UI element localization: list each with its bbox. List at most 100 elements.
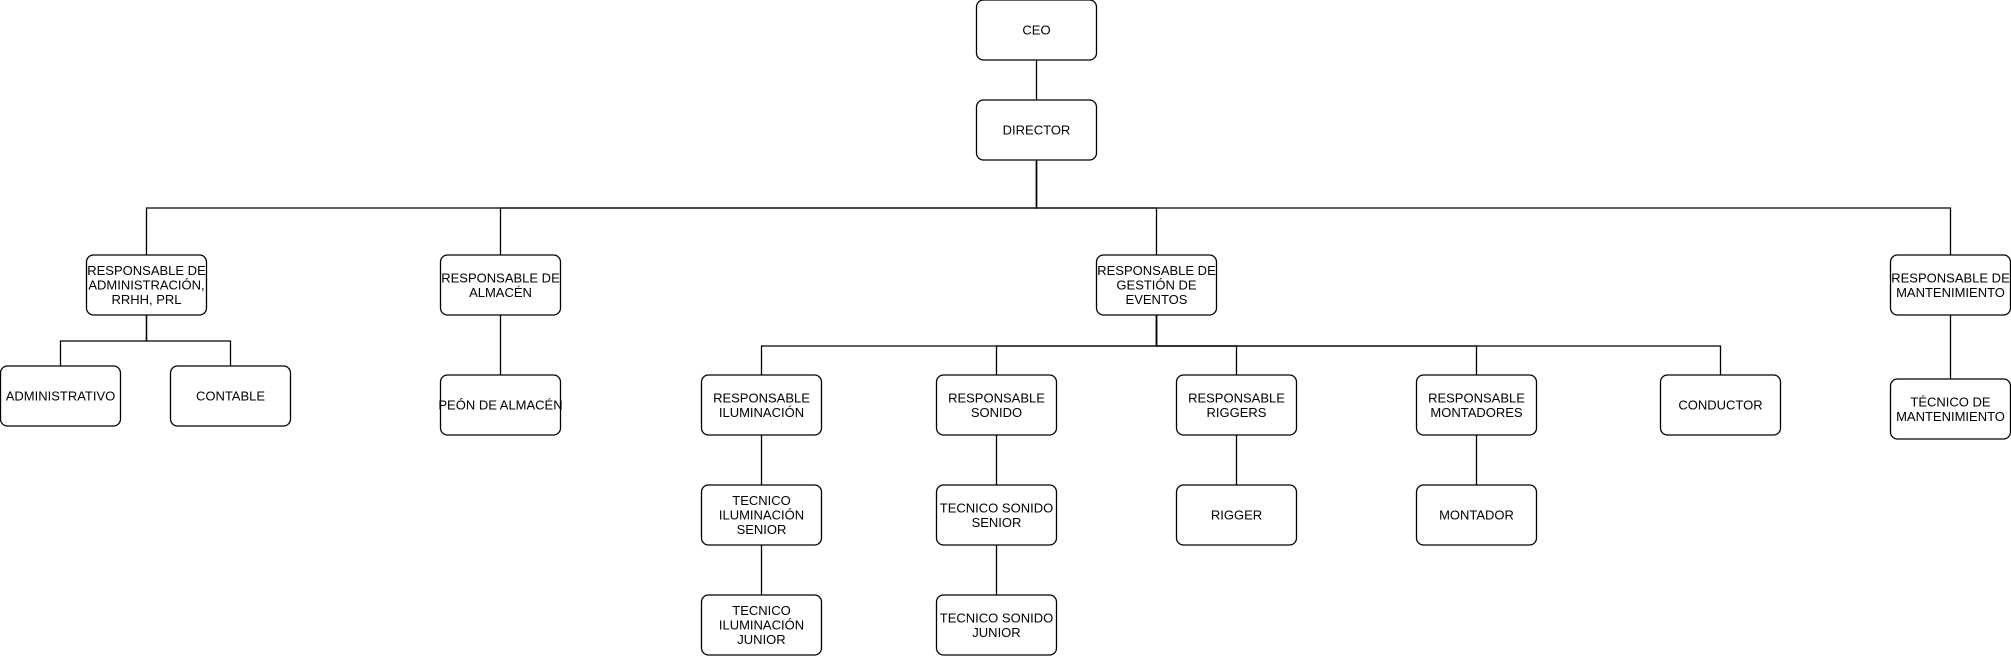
tecnico-sonido-senior-box-label-line: SENIOR	[972, 515, 1022, 530]
responsable-almacen-box-label-line: RESPONSABLE DE	[441, 270, 560, 285]
administrativo-box-label: ADMINISTRATIVO	[6, 389, 116, 404]
director-box-frame	[975, 99, 1098, 161]
responsable-iluminacion-box-label-line: ILUMINACIÓN	[719, 405, 804, 420]
ceo-box-frame	[975, 0, 1098, 61]
connector-director-box-to-responsable-mantenimiento-box	[1035, 160, 1952, 255]
responsable-montadores-box-label-line: RESPONSABLE	[1428, 390, 1525, 405]
responsable-riggers-box-label-line: RESPONSABLE	[1188, 390, 1285, 405]
responsable-sonido-box-frame	[935, 374, 1058, 436]
director-box-label: DIRECTOR	[1003, 123, 1071, 138]
tecnico-mantenimiento-box-label-line: TÉCNICO DE	[1910, 394, 1991, 409]
conductor-box: CONDUCTOR	[1659, 374, 1782, 436]
peon-almacen-box: PEÓN DE ALMACÉN	[438, 374, 563, 436]
ceo-box: CEO	[975, 0, 1098, 61]
responsable-iluminacion-box-label-line: RESPONSABLE	[713, 390, 810, 405]
montador-box-label-line: MONTADOR	[1439, 508, 1514, 523]
ceo-box-label-line: CEO	[1022, 23, 1050, 38]
tecnico-sonido-senior-box-label-line: TECNICO SONIDO	[940, 500, 1053, 515]
responsable-gestion-eventos-box-frame	[1095, 254, 1218, 316]
peon-almacen-box-frame	[439, 374, 562, 436]
administrativo-box-frame	[0, 365, 122, 427]
tecnico-iluminacion-senior-box-label-line: SENIOR	[737, 522, 787, 537]
tecnico-sonido-junior-box-frame	[935, 594, 1058, 656]
tecnico-sonido-junior-box-label-line: TECNICO SONIDO	[940, 610, 1053, 625]
responsable-gestion-eventos-box-label-line: RESPONSABLE DE	[1097, 263, 1216, 278]
peon-almacen-box-label-line: PEÓN DE ALMACÉN	[438, 398, 562, 413]
responsable-riggers-box-label-line: RIGGERS	[1207, 405, 1267, 420]
conductor-box-frame	[1659, 374, 1782, 436]
responsable-montadores-box-frame	[1415, 374, 1538, 436]
director-box: DIRECTOR	[975, 99, 1098, 161]
contable-box: CONTABLE	[169, 365, 292, 427]
tecnico-iluminacion-junior-box-label-line: ILUMINACIÓN	[719, 618, 804, 633]
responsable-gestion-eventos-box-label-line: EVENTOS	[1126, 292, 1188, 307]
responsable-almacen-box-frame	[439, 254, 562, 316]
connector-lines	[59, 60, 1952, 595]
tecnico-iluminacion-senior-box-label-line: TECNICO	[732, 493, 791, 508]
director-box-label-line: DIRECTOR	[1003, 123, 1071, 138]
rigger-box-frame	[1175, 484, 1298, 546]
responsable-gestion-eventos-box-label-line: GESTIÓN DE	[1116, 278, 1197, 293]
peon-almacen-box-label: PEÓN DE ALMACÉN	[438, 398, 562, 413]
responsable-almacen-box-label-line: ALMACÉN	[469, 285, 532, 300]
responsable-administracion-box-label-line: ADMINISTRACIÓN,	[88, 278, 204, 293]
administrativo-box: ADMINISTRATIVO	[0, 365, 122, 427]
ceo-box-label: CEO	[1022, 23, 1050, 38]
tecnico-sonido-senior-box-frame	[935, 484, 1058, 546]
responsable-administracion-box-frame	[85, 254, 208, 316]
responsable-riggers-box-frame	[1175, 374, 1298, 436]
connector-responsable-gestion-eventos-box-to-responsable-montadores-box	[1155, 315, 1478, 375]
tecnico-mantenimiento-box-label-line: MANTENIMIENTO	[1896, 409, 2005, 424]
rigger-box-label: RIGGER	[1211, 508, 1262, 523]
connector-responsable-gestion-eventos-box-to-responsable-sonido-box	[995, 315, 1158, 375]
montador-box-frame	[1415, 484, 1538, 546]
connector-responsable-administracion-box-to-contable-box	[145, 315, 232, 366]
responsable-mantenimiento-box-label-line: RESPONSABLE DE	[1891, 270, 2010, 285]
conductor-box-label: CONDUCTOR	[1678, 398, 1762, 413]
rigger-box-label-line: RIGGER	[1211, 508, 1262, 523]
responsable-sonido-box-label-line: RESPONSABLE	[948, 390, 1045, 405]
connector-responsable-gestion-eventos-box-to-responsable-riggers-box	[1155, 315, 1238, 375]
responsable-iluminacion-box-frame	[700, 374, 823, 436]
contable-box-label-line: CONTABLE	[196, 389, 265, 404]
responsable-montadores-box-label-line: MONTADORES	[1430, 405, 1523, 420]
montador-box: MONTADOR	[1415, 484, 1538, 546]
administrativo-box-label-line: ADMINISTRATIVO	[6, 389, 116, 404]
connector-responsable-gestion-eventos-box-to-responsable-iluminacion-box	[760, 315, 1158, 375]
responsable-administracion-box-label-line: RESPONSABLE DE	[87, 263, 206, 278]
tecnico-iluminacion-senior-box-frame	[700, 484, 823, 546]
contable-box-frame	[169, 365, 292, 427]
montador-box-label: MONTADOR	[1439, 508, 1514, 523]
tecnico-iluminacion-junior-box-frame	[700, 594, 823, 656]
responsable-administracion-box-label-line: RRHH, PRL	[111, 292, 181, 307]
connector-responsable-gestion-eventos-box-to-conductor-box	[1155, 315, 1722, 375]
responsable-mantenimiento-box-label-line: MANTENIMIENTO	[1896, 285, 2005, 300]
connector-responsable-administracion-box-to-administrativo-box	[59, 315, 148, 366]
tecnico-iluminacion-junior-box-label-line: TECNICO	[732, 603, 791, 618]
